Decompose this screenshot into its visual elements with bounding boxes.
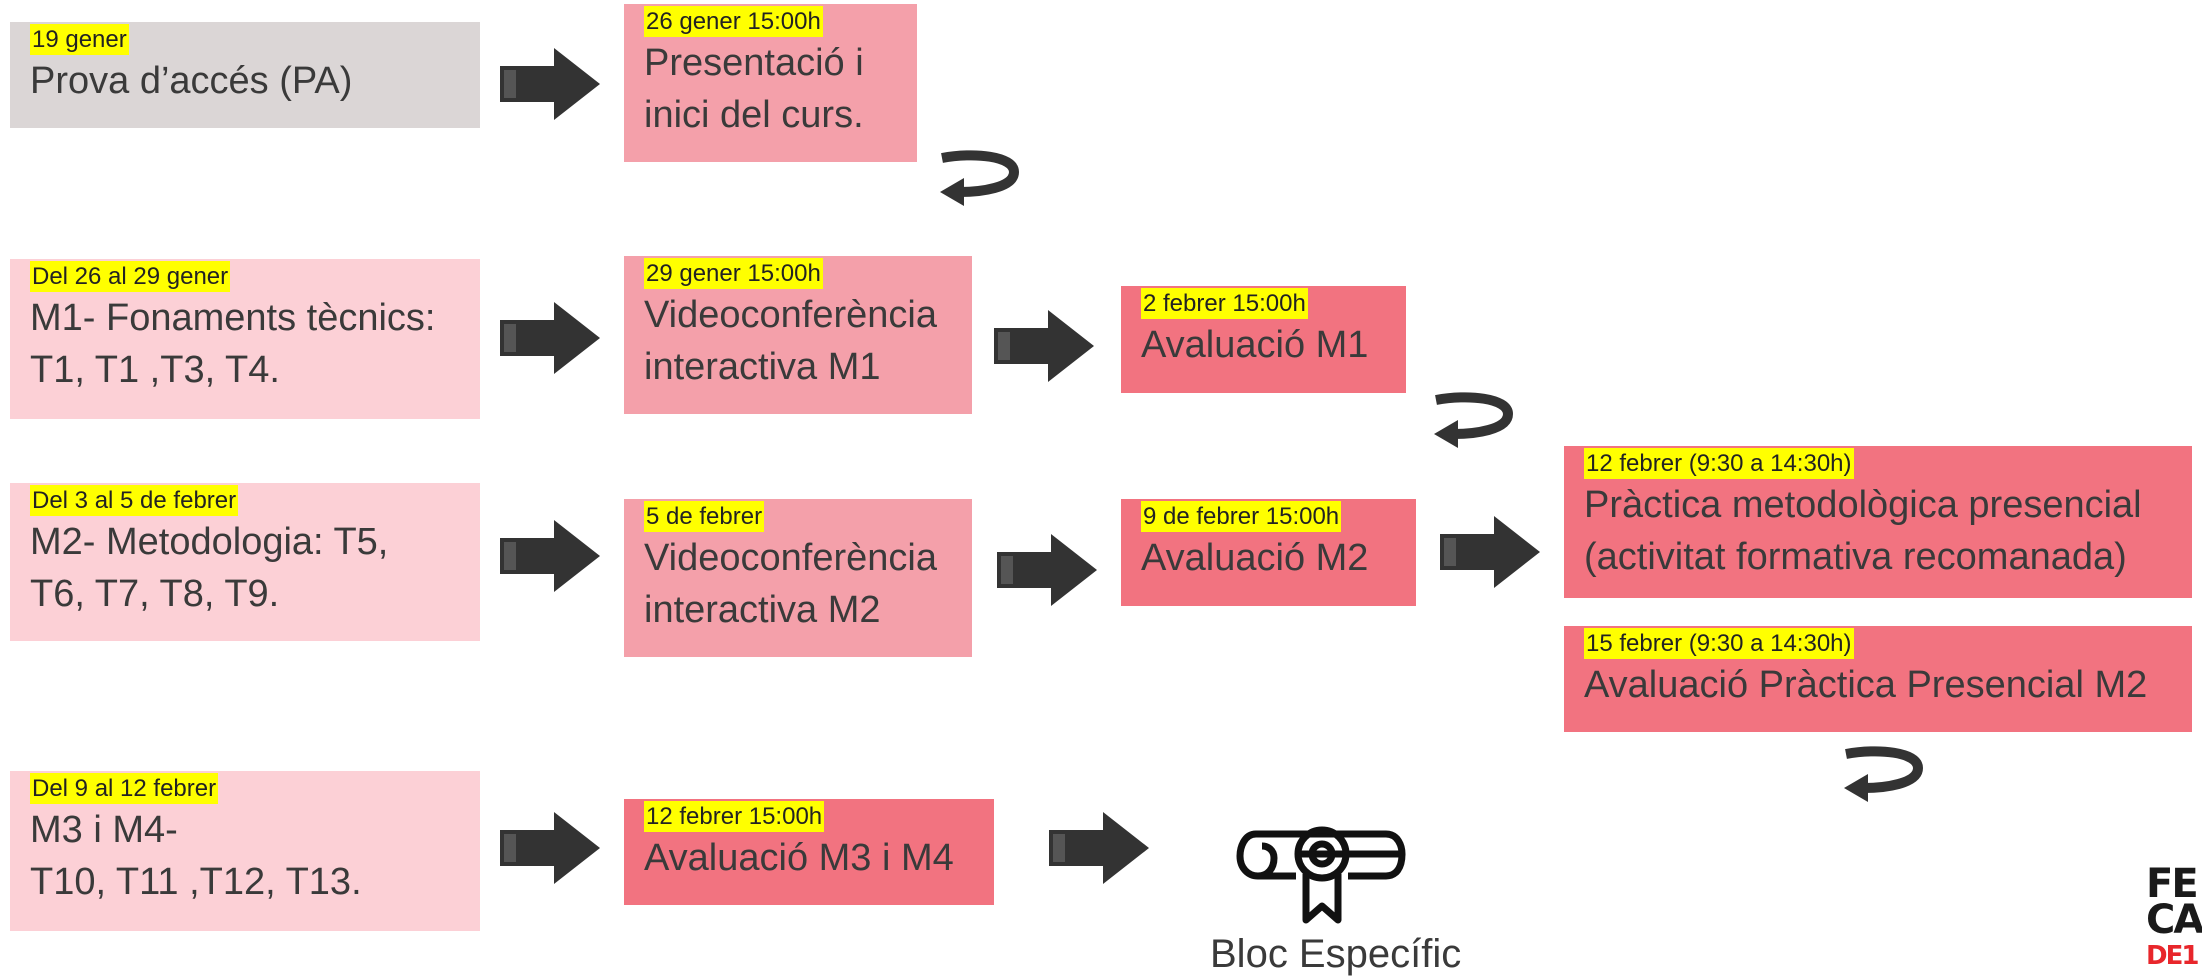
date-label: 29 gener 15:00h — [644, 258, 823, 289]
box-avaluacio-m3-m4: 12 febrer 15:00h Avaluació M3 i M4 — [624, 799, 994, 905]
logo: FE CA DE1 — [2146, 861, 2202, 980]
box-avaluacio-m1: 2 febrer 15:00h Avaluació M1 — [1121, 286, 1406, 393]
box-avaluacio-practica: 15 febrer (9:30 a 14:30h) Avaluació Pràc… — [1564, 626, 2192, 732]
box-videoconferencia-m2: 5 de febrer Videoconferència interactiva… — [624, 499, 972, 657]
arrow-right-icon — [500, 302, 600, 374]
box-practica-presencial: 12 febrer (9:30 a 14:30h) Pràctica metod… — [1564, 446, 2192, 598]
box-prova-acces: 19 gener Prova d’accés (PA) — [10, 22, 480, 128]
date-label: 15 febrer (9:30 a 14:30h) — [1584, 628, 1854, 659]
box-title: Presentació i inici del curs. — [644, 42, 864, 136]
box-avaluacio-m2: 9 de febrer 15:00h Avaluació M2 — [1121, 499, 1416, 606]
arrow-right-icon — [1440, 516, 1540, 588]
date-label: 9 de febrer 15:00h — [1141, 501, 1342, 532]
date-label: 26 gener 15:00h — [644, 6, 823, 37]
box-title: Pràctica metodològica presencial (activi… — [1584, 484, 2142, 578]
date-label: 12 febrer (9:30 a 14:30h) — [1584, 448, 1854, 479]
bloc-especific-label: Bloc Específic — [1210, 932, 1462, 976]
arrow-right-icon — [500, 520, 600, 592]
date-label: Del 26 al 29 gener — [30, 261, 231, 292]
box-m2: Del 3 al 5 de febrer M2- Metodologia: T5… — [10, 483, 480, 641]
date-label: 2 febrer 15:00h — [1141, 288, 1308, 319]
box-title: Videoconferència interactiva M2 — [644, 537, 937, 631]
arrow-right-icon — [500, 812, 600, 884]
box-videoconferencia-m1: 29 gener 15:00h Videoconferència interac… — [624, 256, 972, 414]
uturn-arrow-icon — [940, 150, 1020, 206]
box-presentacio: 26 gener 15:00h Presentació i inici del … — [624, 4, 917, 162]
uturn-arrow-icon — [1434, 392, 1514, 448]
box-title: Avaluació M1 — [1141, 324, 1369, 366]
box-title: M1- Fonaments tècnics: T1, T1 ,T3, T4. — [30, 297, 436, 391]
date-label: 5 de febrer — [644, 501, 765, 532]
box-title: Avaluació M2 — [1141, 537, 1369, 579]
logo-line-3: DE1 — [2146, 941, 2199, 971]
arrow-right-icon — [994, 310, 1094, 382]
date-label: 12 febrer 15:00h — [644, 801, 825, 832]
date-label: Del 9 al 12 febrer — [30, 773, 219, 804]
logo-line-2: CA — [2146, 897, 2202, 943]
box-title: M2- Metodologia: T5, T6, T7, T8, T9. — [30, 521, 389, 615]
box-title: Avaluació Pràctica Presencial M2 — [1584, 664, 2148, 706]
date-label: Del 3 al 5 de febrer — [30, 485, 239, 516]
uturn-arrow-icon — [1844, 746, 1924, 802]
arrow-right-icon — [1049, 812, 1149, 884]
arrow-right-icon — [997, 534, 1097, 606]
box-title: M3 i M4- T10, T11 ,T12, T13. — [30, 809, 362, 903]
box-title: Videoconferència interactiva M1 — [644, 294, 937, 388]
box-m3-m4: Del 9 al 12 febrer M3 i M4- T10, T11 ,T1… — [10, 771, 480, 931]
logo-line-1: FE — [2146, 861, 2199, 907]
diploma-certificate-icon — [1236, 826, 1406, 924]
box-m1: Del 26 al 29 gener M1- Fonaments tècnics… — [10, 259, 480, 419]
date-label: 19 gener — [30, 24, 129, 55]
box-title: Prova d’accés (PA) — [30, 60, 353, 102]
box-title: Avaluació M3 i M4 — [644, 837, 954, 879]
arrow-right-icon — [500, 48, 600, 120]
